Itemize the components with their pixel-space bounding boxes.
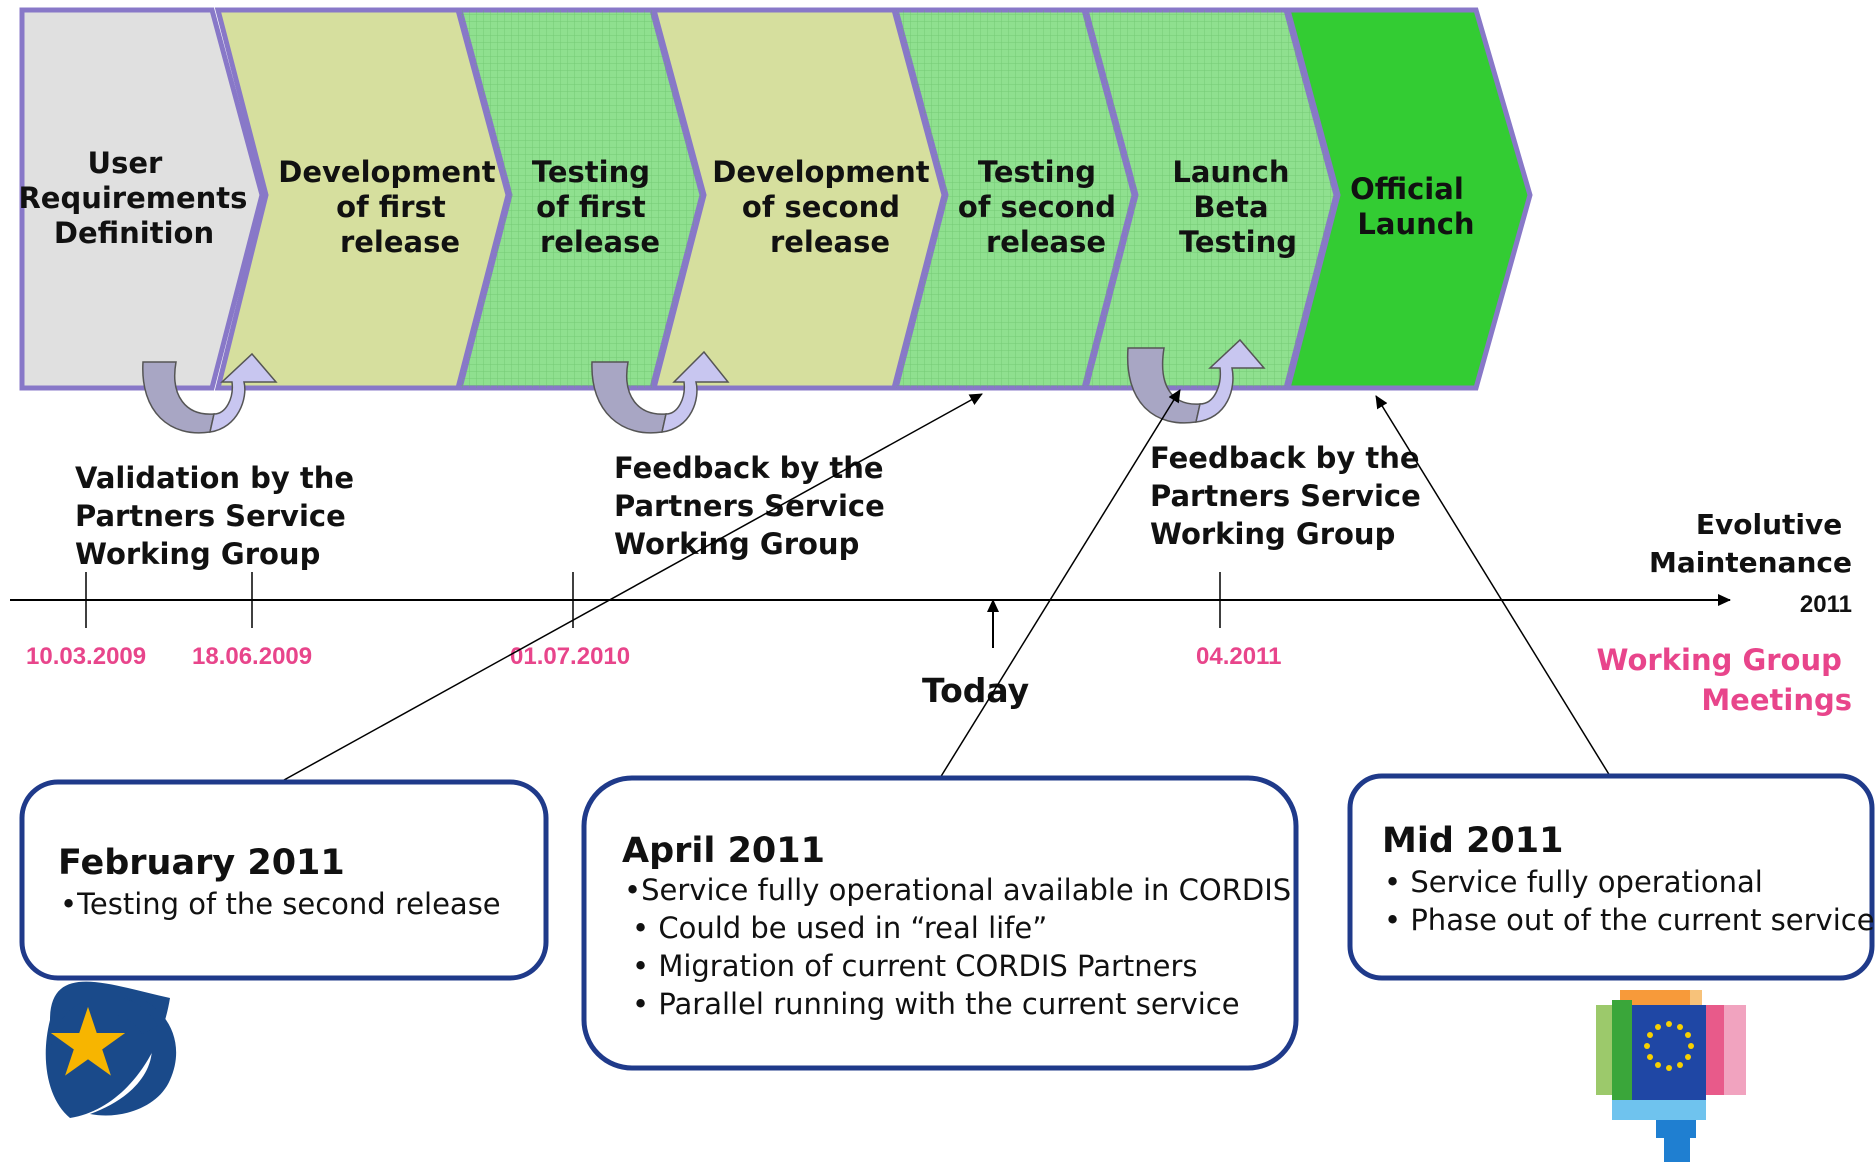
- box-item: • Service fully operational: [1384, 865, 1763, 899]
- phase-shape: [1284, 7, 1533, 391]
- box-title: February 2011: [58, 843, 345, 883]
- feedback-loop-arrows: [142, 338, 1266, 434]
- phase-user-requirements: User Requirements Definition: [18, 7, 265, 391]
- cordis-star-logo-icon: [45, 981, 177, 1118]
- feedback-notes: Validation by the Partners Service Worki…: [75, 441, 1431, 571]
- label-line: Maintenance: [1649, 546, 1852, 579]
- phase-label-line: User: [88, 146, 163, 180]
- note-line: Working Group: [75, 537, 320, 571]
- phase-label-line: Beta: [1193, 190, 1268, 224]
- phase-label-line: release: [540, 225, 660, 259]
- milestone-box-april: April 2011 •Service fully operational av…: [581, 775, 1299, 1071]
- note-line: Partners Service: [75, 499, 346, 533]
- feedback-note-first: Feedback by the Partners Service Working…: [614, 451, 895, 561]
- phase-texture: [896, 10, 1134, 388]
- note-line: Partners Service: [614, 489, 885, 523]
- connector-apr: [939, 389, 1181, 779]
- box-item: • Could be used in “real life”: [632, 911, 1047, 945]
- phase-label-line: Launch: [1357, 207, 1474, 241]
- milestone-box-february: February 2011 •Testing of the second rel…: [19, 779, 549, 981]
- phase-label-line: Development: [712, 155, 929, 189]
- label-line: Evolutive: [1696, 508, 1842, 541]
- phase-label-line: release: [770, 225, 890, 259]
- date-label: 04.2011: [1196, 643, 1281, 670]
- box-item: •Service fully operational available in …: [624, 873, 1291, 907]
- svg-text:Development of first: Development of first release: [278, 155, 505, 259]
- date-label: 18.06.2009: [192, 643, 312, 670]
- validation-note: Validation by the Partners Service Worki…: [75, 461, 364, 571]
- phase-label-line: Official: [1350, 172, 1464, 206]
- connector-feb: [283, 393, 983, 781]
- note-line: Partners Service: [1150, 479, 1421, 513]
- svg-text:Launch Beta Te: Launch Beta Testing: [1172, 155, 1299, 259]
- note-line: Working Group: [1150, 517, 1395, 551]
- phase-label-line: of second: [958, 190, 1116, 224]
- feedback-loop-3: [1126, 338, 1266, 424]
- box-item: • Phase out of the current service: [1384, 903, 1875, 937]
- phase-launch-beta: Launch Beta Testing: [1082, 7, 1339, 391]
- phase-testing-first: Testing of first release: [456, 7, 705, 391]
- connector-lines: [283, 389, 1611, 781]
- box-frame: [19, 779, 549, 981]
- box-title: April 2011: [622, 831, 825, 871]
- curved-arrow-up-icon: [209, 352, 278, 433]
- label-line: Meetings: [1701, 683, 1852, 717]
- curved-arrow-up-icon: [661, 350, 730, 433]
- phase-label-line: of first: [336, 190, 446, 224]
- note-line: Feedback by the: [614, 451, 884, 485]
- note-line: Working Group: [614, 527, 859, 561]
- eu-flag-publications-logo-icon: [1596, 990, 1746, 1162]
- note-line: Feedback by the: [1150, 441, 1420, 475]
- feedback-loop-2: [591, 350, 730, 434]
- box-item: • Migration of current CORDIS Partners: [632, 949, 1198, 983]
- phase-label-line: release: [986, 225, 1106, 259]
- phase-label-line: Requirements: [18, 181, 247, 215]
- label-line: Working Group: [1597, 643, 1842, 677]
- eu-stars-icon: [1644, 1021, 1694, 1071]
- phase-label-line: Testing: [1179, 225, 1297, 259]
- box-frame: [1347, 773, 1875, 981]
- phase-texture: [460, 10, 702, 388]
- box-frame: [581, 775, 1299, 1071]
- phase-texture: [1086, 10, 1336, 388]
- svg-text:Development of second: Development of second release: [712, 155, 939, 259]
- milestone-box-mid: Mid 2011 • Service fully operational • P…: [1347, 773, 1875, 981]
- connector-mid: [1375, 395, 1611, 777]
- phase-label-line: Testing: [978, 155, 1096, 189]
- evolutive-maintenance-label: Evolutive Maintenance: [1649, 508, 1852, 579]
- box-item: •Testing of the second release: [60, 887, 501, 921]
- phase-label-line: Testing: [532, 155, 650, 189]
- curved-arrow-up-icon: [1195, 338, 1266, 423]
- note-line: Validation by the: [75, 461, 354, 495]
- phase-shape: [19, 7, 265, 391]
- phase-label-line: release: [340, 225, 460, 259]
- today-label: Today: [922, 671, 1029, 710]
- timeline: 10.03.2009 18.06.2009 01.07.2010 04.2011…: [10, 508, 1852, 717]
- svg-text:Testing of first: Testing of first release: [532, 155, 660, 259]
- phase-label-line: Development: [278, 155, 495, 189]
- date-label: 01.07.2010: [510, 643, 630, 670]
- svg-text:Official Launch: Official Launch: [1350, 172, 1474, 241]
- svg-text:Testing of second: Testing of second release: [958, 155, 1126, 259]
- working-group-meetings-label: Working Group Meetings: [1597, 643, 1852, 717]
- box-item: • Parallel running with the current serv…: [632, 987, 1240, 1021]
- feedback-note-second: Feedback by the Partners Service Working…: [1150, 441, 1431, 551]
- phase-label-line: of second: [742, 190, 900, 224]
- phase-label-line: Launch: [1172, 155, 1289, 189]
- svg-text:User Requirements: User Requirements Definition: [18, 146, 257, 250]
- phase-label-line: of first: [536, 190, 646, 224]
- phase-label-line: Definition: [54, 216, 214, 250]
- feedback-loop-1: [142, 352, 278, 434]
- end-year-label: 2011: [1800, 591, 1852, 618]
- box-title: Mid 2011: [1382, 821, 1563, 861]
- date-label: 10.03.2009: [26, 643, 146, 670]
- phase-chevrons: User Requirements Definition Development…: [18, 7, 1533, 391]
- phase-official-launch: Official Launch: [1284, 7, 1533, 391]
